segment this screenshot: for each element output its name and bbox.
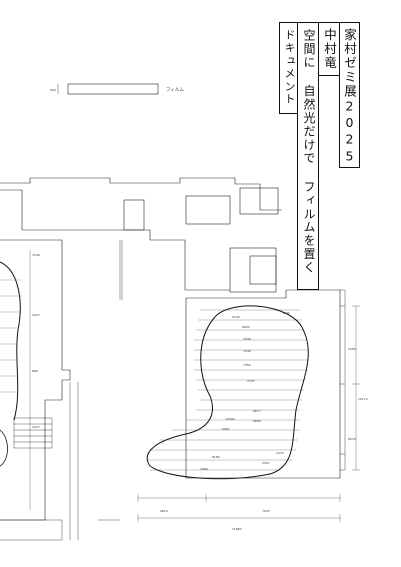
dim-label: 1584 xyxy=(348,347,356,351)
dim-label: 1027 xyxy=(32,425,40,429)
dim-label: 1037 xyxy=(32,313,40,317)
dim-label: 11860 xyxy=(232,527,242,531)
dim-label: 8184 xyxy=(212,455,220,459)
dim-label: 7249 xyxy=(32,253,40,257)
dim-label: 6965 xyxy=(242,325,250,329)
scale-value: 900 xyxy=(50,88,56,92)
subtitle-box: 空間に 自然光だけで フィルムを置く xyxy=(297,22,319,290)
dim-label: 5367 xyxy=(262,461,270,465)
dim-label: 9579 xyxy=(348,437,356,441)
subtitle: 空間に 自然光だけで フィルムを置く xyxy=(302,29,316,275)
dim-label: 7249 xyxy=(243,349,251,353)
dim-label: 7669 xyxy=(200,467,208,471)
dim-label: 4610 xyxy=(160,509,168,513)
dim-label: 12170 xyxy=(358,397,368,401)
dim-label: 7354 xyxy=(243,363,251,367)
film-scale-rect xyxy=(67,83,159,95)
dim-label: 868 xyxy=(32,369,38,373)
scale-label: フィルム xyxy=(166,87,184,93)
author-box: 中村竜治 xyxy=(303,22,340,76)
dim-label: 7038 xyxy=(243,337,251,341)
dim-label: 1941 xyxy=(282,311,290,315)
dim-label: 1979 xyxy=(276,451,284,455)
document-label-box: ドキュメント xyxy=(279,22,298,114)
dim-label: 5104 xyxy=(232,315,240,319)
dim-label: 6687 xyxy=(222,427,230,431)
dim-label: 7137 xyxy=(247,379,255,383)
dim-label: 6677 xyxy=(253,409,261,413)
dim-label: 10504 xyxy=(225,417,235,421)
document-label: ドキュメント xyxy=(283,29,296,106)
dim-label: 7043 xyxy=(262,509,270,513)
dim-label: 6604 xyxy=(253,419,261,423)
exhibition-title: 家村ゼミ展2025 xyxy=(342,28,357,165)
exhibition-title-box: 家村ゼミ展2025 xyxy=(339,22,360,168)
